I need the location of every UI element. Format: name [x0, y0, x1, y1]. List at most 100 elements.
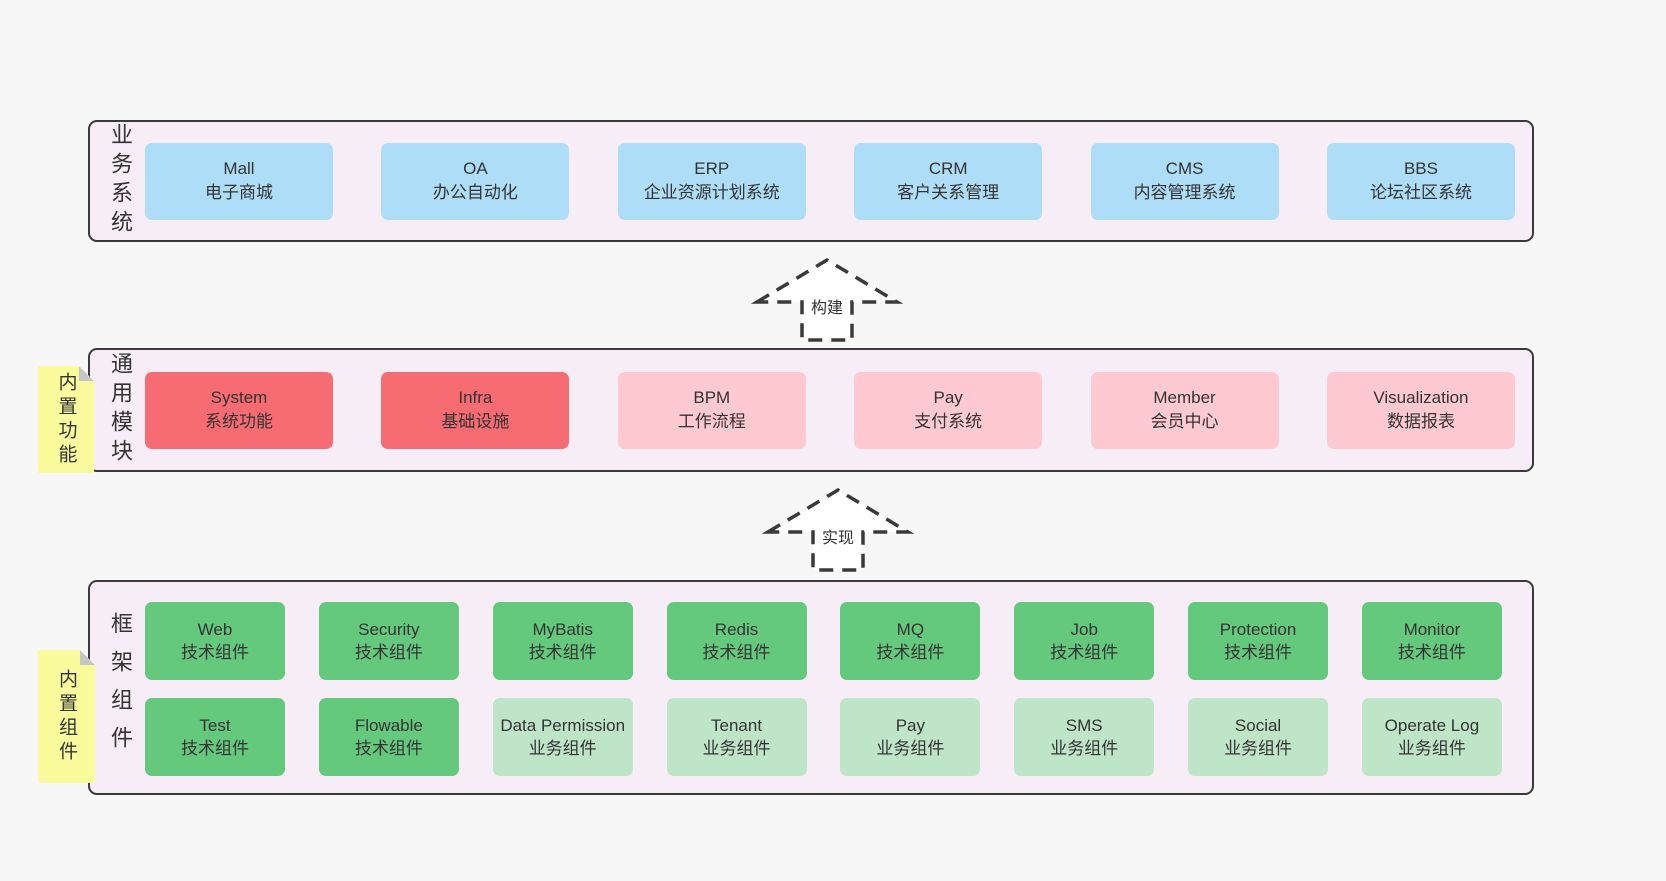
sticky-note-builtin-components: 内置组件 [38, 650, 95, 783]
node-subtitle: 会员中心 [1150, 412, 1219, 431]
node-title: Visualization [1373, 388, 1469, 407]
common-modules-panel: 通用模块 System 系统功能 Infra 基础设施 BPM 工作流程 Pay… [88, 348, 1534, 472]
node-title: Infra [458, 388, 493, 407]
node-flowable: Flowable 技术组件 [318, 698, 459, 776]
sticky-note-builtin-features: 内置功能 [38, 366, 94, 473]
node-security: Security 技术组件 [318, 602, 459, 680]
node-subtitle: 电子商城 [205, 183, 273, 202]
node-monitor: Monitor 技术组件 [1361, 602, 1502, 680]
node-operate-log: Operate Log 业务组件 [1361, 698, 1502, 776]
node-subtitle: 工作流程 [677, 412, 746, 431]
node-member: Member 会员中心 [1090, 371, 1279, 449]
node-subtitle: 技术组件 [354, 643, 423, 662]
implement-arrow-label: 实现 [818, 524, 858, 548]
node-title: Redis [714, 620, 759, 639]
node-social: Social 业务组件 [1188, 698, 1329, 776]
node-title: Flowable [354, 716, 423, 735]
node-infra: Infra 基础设施 [381, 371, 570, 449]
node-subtitle: 基础设施 [441, 412, 510, 431]
node-tenant: Tenant 业务组件 [666, 698, 807, 776]
node-bbs: BBS 论坛社区系统 [1326, 142, 1515, 220]
node-pay-biz: Pay 业务组件 [840, 698, 981, 776]
node-test: Test 技术组件 [145, 698, 285, 776]
node-pay: Pay 支付系统 [854, 371, 1043, 449]
node-subtitle: 业务组件 [1050, 739, 1119, 758]
node-title: Operate Log [1384, 716, 1480, 735]
node-title: System [210, 388, 268, 407]
build-arrow-label: 构建 [807, 294, 847, 318]
business-systems-row: Mall 电子商城 OA 办公自动化 ERP 企业资源计划系统 CRM 客户关系… [145, 122, 1515, 240]
node-sms: SMS 业务组件 [1014, 698, 1155, 776]
node-title: Social [1234, 716, 1282, 735]
node-data-permission: Data Permission 业务组件 [492, 698, 633, 776]
node-subtitle: 业务组件 [876, 739, 945, 758]
business-systems-panel: 业务系统 Mall 电子商城 OA 办公自动化 ERP 企业资源计划系统 CRM… [88, 120, 1534, 242]
node-title: OA [463, 159, 488, 178]
node-subtitle: 业务组件 [1397, 739, 1466, 758]
node-subtitle: 客户关系管理 [897, 183, 1000, 202]
node-subtitle: 支付系统 [914, 412, 983, 431]
node-subtitle: 内容管理系统 [1133, 183, 1236, 202]
node-subtitle: 技术组件 [1224, 643, 1293, 662]
panel-side-label: 框架组件 [108, 611, 133, 764]
sticky-note-text: 内置功能 [55, 371, 77, 468]
implement-arrow: 实现 [758, 486, 918, 574]
node-mall: Mall 电子商城 [145, 142, 333, 220]
node-subtitle: 企业资源计划系统 [643, 183, 780, 202]
sticky-note-text: 内置组件 [56, 668, 77, 765]
node-title: Pay [933, 388, 963, 407]
panel-side-label: 通用模块 [108, 352, 133, 468]
node-mq: MQ 技术组件 [840, 602, 981, 680]
framework-components-panel: 框架组件 Web 技术组件 Security 技术组件 MyBatis 技术组件… [88, 580, 1534, 795]
node-web: Web 技术组件 [145, 602, 285, 680]
node-subtitle: 技术组件 [1050, 643, 1119, 662]
node-crm: CRM 客户关系管理 [854, 142, 1043, 220]
node-subtitle: 技术组件 [181, 739, 249, 758]
node-erp: ERP 企业资源计划系统 [617, 142, 806, 220]
panel-side-label: 业务系统 [108, 123, 133, 239]
node-title: Tenant [711, 716, 763, 735]
node-subtitle: 业务组件 [702, 739, 771, 758]
node-protection: Protection 技术组件 [1188, 602, 1329, 680]
node-visualization: Visualization 数据报表 [1326, 371, 1515, 449]
node-cms: CMS 内容管理系统 [1090, 142, 1279, 220]
node-title: Job [1070, 620, 1098, 639]
build-arrow: 构建 [747, 256, 907, 344]
node-title: Monitor [1403, 620, 1461, 639]
framework-components-grid: Web 技术组件 Security 技术组件 MyBatis 技术组件 Redi… [145, 602, 1502, 776]
node-redis: Redis 技术组件 [666, 602, 807, 680]
node-subtitle: 技术组件 [1397, 643, 1466, 662]
node-job: Job 技术组件 [1014, 602, 1155, 680]
node-subtitle: 技术组件 [354, 739, 423, 758]
node-title: Security [358, 620, 420, 639]
node-title: CMS [1165, 159, 1204, 178]
node-title: Mall [223, 159, 255, 178]
node-subtitle: 技术组件 [181, 643, 249, 662]
node-title: CRM [928, 159, 968, 178]
node-title: ERP [694, 159, 730, 178]
node-title: Test [199, 716, 231, 735]
node-title: Protection [1219, 620, 1297, 639]
node-title: BPM [693, 388, 731, 407]
node-title: MyBatis [532, 620, 593, 639]
node-title: Web [197, 620, 233, 639]
node-subtitle: 系统功能 [205, 412, 273, 431]
node-subtitle: 技术组件 [702, 643, 771, 662]
node-oa: OA 办公自动化 [381, 142, 570, 220]
node-subtitle: 技术组件 [876, 643, 945, 662]
node-title: Member [1153, 388, 1216, 407]
node-mybatis: MyBatis 技术组件 [492, 602, 633, 680]
framework-components-row-1: Web 技术组件 Security 技术组件 MyBatis 技术组件 Redi… [145, 602, 1502, 680]
node-bpm: BPM 工作流程 [617, 371, 806, 449]
node-system: System 系统功能 [145, 371, 333, 449]
node-subtitle: 技术组件 [528, 643, 597, 662]
framework-components-row-2: Test 技术组件 Flowable 技术组件 Data Permission … [145, 698, 1502, 776]
common-modules-row: System 系统功能 Infra 基础设施 BPM 工作流程 Pay 支付系统… [145, 350, 1515, 470]
node-title: SMS [1065, 716, 1103, 735]
node-title: Data Permission [500, 716, 626, 735]
node-subtitle: 办公自动化 [432, 183, 518, 202]
node-title: MQ [896, 620, 925, 639]
node-subtitle: 数据报表 [1386, 412, 1455, 431]
node-title: Pay [895, 716, 926, 735]
